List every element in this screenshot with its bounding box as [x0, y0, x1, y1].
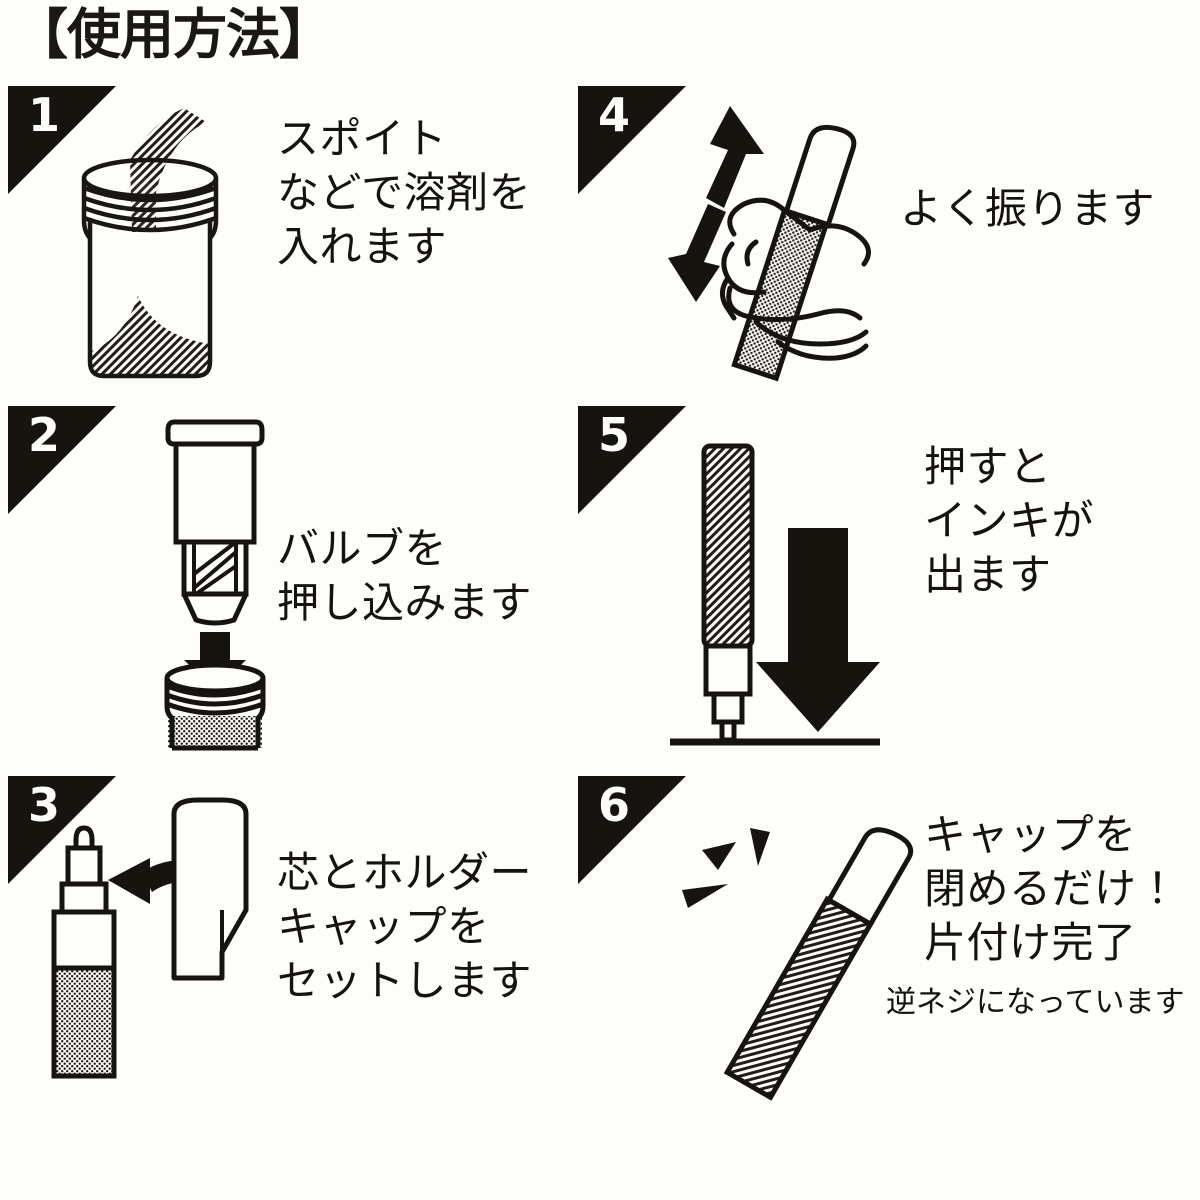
step-3: 3: [0, 772, 570, 1200]
press-down-arrow: [756, 528, 880, 732]
triangle-badge-shape: [8, 406, 116, 514]
illustration-hand-shaking-pen: [660, 92, 940, 392]
illustration-capped-pen-done: [674, 810, 934, 1110]
step-2: 2: [0, 402, 570, 772]
step-1: 1: [0, 82, 570, 402]
step-caption-3: 芯とホルダー キャップを セットします: [277, 848, 533, 1005]
step-number-label: 1: [28, 88, 61, 142]
step-5: 5: [570, 402, 1200, 772]
illustration-nib-and-holder-cap: [46, 797, 296, 1100]
step-caption-6: キャップを 閉めるだけ！ 片付け完了: [924, 810, 1180, 967]
step-number-label: 6: [598, 778, 631, 832]
step-4: 4: [570, 82, 1200, 402]
illustration-pen-pressed-on-surface: [670, 432, 950, 752]
sparkle-marks: [682, 828, 770, 908]
step-number-badge-2: 2: [8, 406, 116, 514]
step-caption-1: スポイト などで溶剤を 入れます: [277, 114, 532, 271]
step-caption-4: よく振ります: [900, 184, 1156, 233]
illustration-bottle-with-dropper: [60, 100, 290, 390]
push-down-arrow: [184, 632, 246, 690]
step-number-label: 2: [28, 408, 61, 462]
shake-arrow: [668, 106, 764, 302]
step-number-badge-6: 6: [578, 776, 686, 884]
step-number-label: 5: [598, 408, 631, 462]
steps-grid: 1: [0, 82, 1200, 1200]
step-caption-5: 押すと インキが 出ます: [924, 442, 1095, 599]
step-caption-2: バルブを 押し込みます: [277, 524, 533, 627]
step-6: 6: [570, 772, 1200, 1200]
page-title: 【使用方法】: [14, 3, 333, 66]
triangle-badge-shape: [578, 776, 686, 884]
step-number-label: 4: [598, 88, 631, 142]
illustration-valve-into-bottle: [128, 410, 308, 760]
step-subcaption-6: 逆ネジになっています: [886, 985, 1185, 1020]
